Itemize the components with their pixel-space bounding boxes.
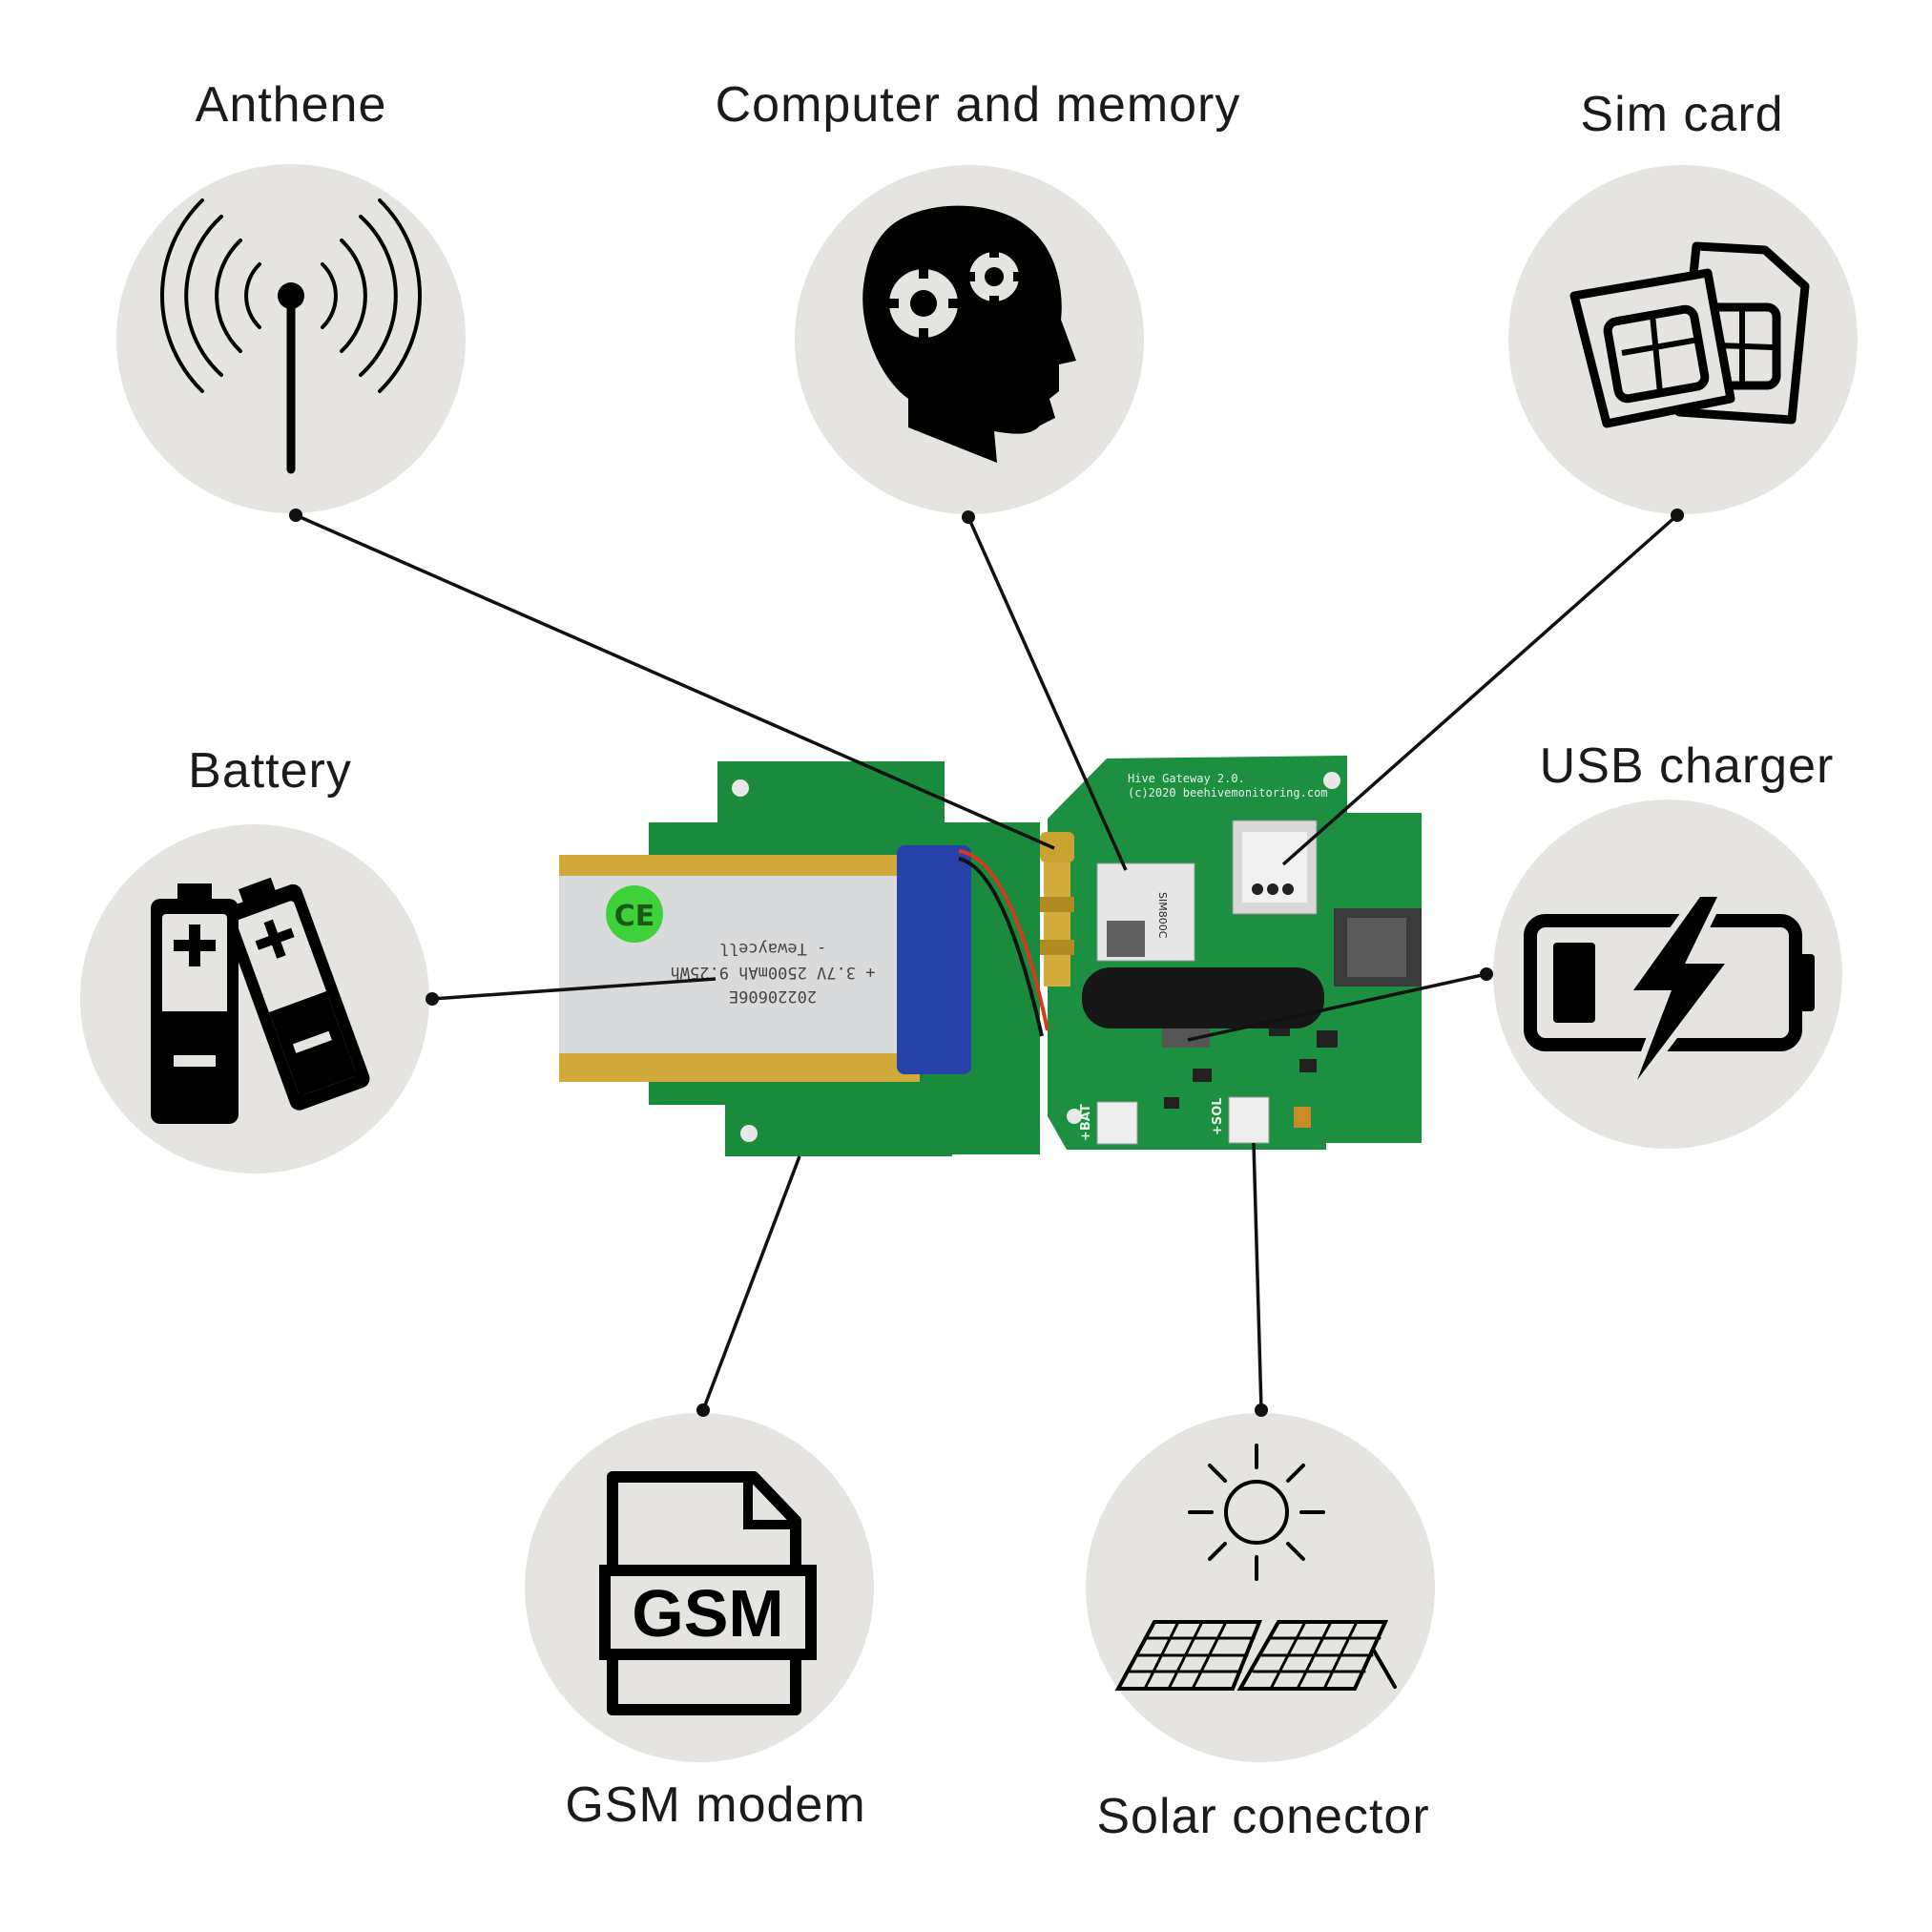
lipo-battery: CE 20220606E + 3.7V 2500mAh 9.25Wh - Tew…: [559, 845, 1049, 1082]
mount-hole: [1323, 772, 1340, 789]
leader-usb: [1187, 972, 1487, 1042]
leader-lines: [289, 509, 1684, 1417]
sol-connector-label: +SOL: [1211, 1097, 1225, 1135]
label-simcard: Sim card: [1580, 87, 1784, 142]
leader-solar: [1252, 1142, 1263, 1411]
batteries-icon: [151, 877, 370, 1124]
label-computer: Computer and memory: [715, 77, 1241, 133]
battery-wire-black: [958, 857, 1044, 1037]
leader-computer: [966, 516, 1128, 871]
module-label: SIM800C: [1156, 892, 1169, 939]
sol-connector: [1228, 1096, 1270, 1144]
esp-chip-shield: [1347, 918, 1406, 977]
mount-hole: [740, 1125, 758, 1142]
bat-connector-label: +BAT: [1079, 1104, 1093, 1141]
label-gsm: GSM modem: [565, 1777, 866, 1833]
battery-line-2: + 3.7V 2500mAh 9.25Wh: [671, 963, 876, 982]
usb-charging-battery-icon: [1524, 890, 1815, 1085]
ce-sticker: [606, 885, 663, 943]
label-battery: Battery: [188, 743, 352, 799]
label-antenna: Anthene: [195, 77, 387, 133]
mount-hole: [1067, 1109, 1082, 1124]
battery-tape: [897, 845, 971, 1074]
sim-cards-icon: [1569, 241, 1810, 428]
mount-hole: [732, 779, 749, 797]
head-gears-icon: [862, 205, 1076, 463]
battery-line-1: - Tewaycell: [719, 939, 827, 958]
leader-simcard: [1281, 513, 1679, 866]
label-solar: Solar conector: [1096, 1789, 1430, 1844]
label-usb: USB charger: [1539, 738, 1835, 794]
leader-gsm: [701, 1155, 801, 1411]
gsm-icon-text: GSM: [632, 1576, 783, 1651]
micro-usb-port: [1162, 1027, 1210, 1048]
ce-mark: CE: [614, 900, 655, 933]
sma-connector: [1040, 832, 1074, 862]
battery-wire-red: [958, 849, 1049, 1031]
module-qr-code: [1107, 921, 1145, 957]
leader-antenna: [295, 513, 1055, 850]
solar-circle: [1086, 1413, 1435, 1762]
stub-antenna: [1082, 967, 1324, 1028]
sma-barrel: [1044, 862, 1070, 987]
gsm-file-icon: GSM: [599, 1471, 817, 1715]
leader-battery: [431, 977, 717, 1001]
battery-line-3: 20220606E: [729, 987, 817, 1006]
sun-solar-panel-icon: [1114, 1444, 1397, 1691]
silk-title: Hive Gateway 2.0.: [1128, 772, 1245, 785]
pcb-right-section: [1048, 756, 1422, 1150]
bat-connector: [1096, 1101, 1138, 1145]
antenna-icon: [160, 198, 422, 474]
silk-copyright: (c)2020 beehivemonitoring.com: [1128, 786, 1328, 800]
